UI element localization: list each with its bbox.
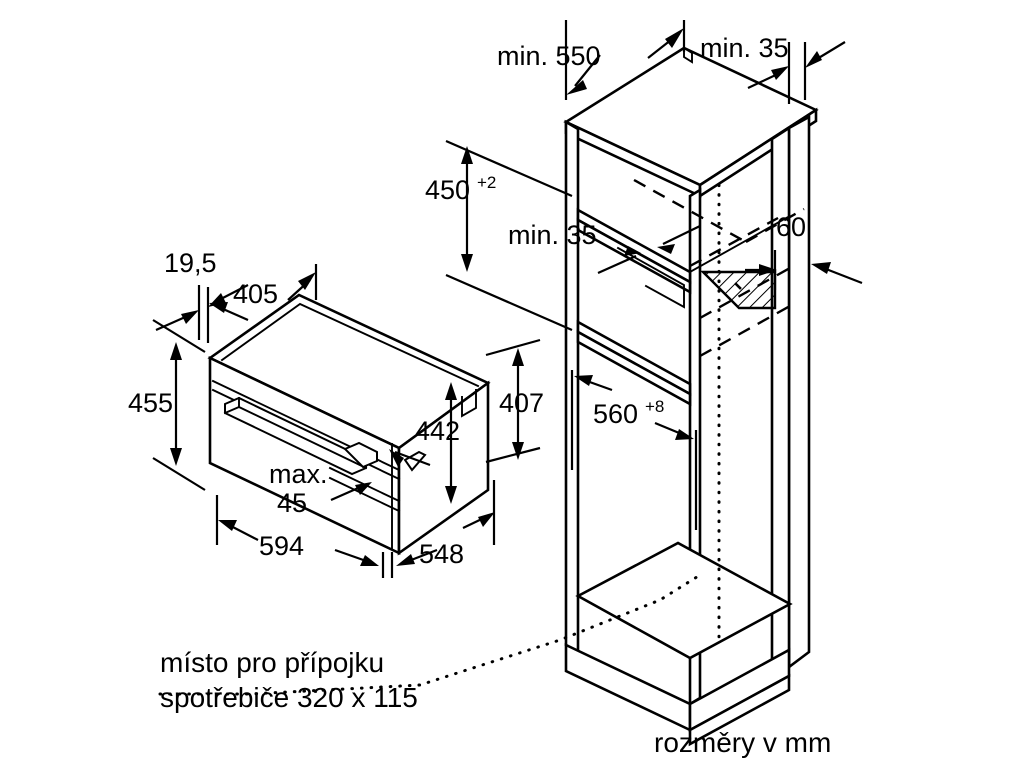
notes: místo pro přípojku spotřebiče 320 x 115 …	[160, 647, 831, 758]
dim-35shelf-arrow-left	[624, 246, 641, 256]
dim-label-450: 450	[425, 175, 470, 205]
dim-548-arrow-right	[478, 512, 495, 527]
connection-note-line-2: spotřebiče 320 x 115	[160, 682, 418, 713]
dim-label-450-tolerance: +2	[477, 173, 496, 192]
dim-label-min-35-top: min. 35	[700, 33, 789, 63]
dim-455-arrow-bottom	[170, 448, 182, 466]
dim-label-min-35-shelf: min. 35	[508, 220, 597, 250]
cabinet-recess-hidden-upper	[689, 216, 779, 268]
dim-455-ext-bottom	[152, 457, 206, 491]
dim-407-ext-top	[485, 338, 541, 357]
dim-455-ext-top	[152, 319, 206, 353]
units-note: rozměry v mm	[654, 727, 831, 758]
dim-label-max: max.	[269, 459, 328, 489]
cabinet-upper-shelf-hidden-right	[745, 207, 805, 244]
dim-label-407: 407	[499, 388, 544, 418]
dim-label-min-550: min. 550	[497, 41, 601, 71]
dim-label-60: 60	[776, 212, 806, 242]
dim-195-arrow-left	[181, 310, 199, 324]
dim-sidepanel-arrow	[811, 262, 831, 274]
oven-handle-end-block	[343, 441, 378, 469]
dim-45-arrow-upper	[389, 449, 404, 467]
oven-right-side-face	[397, 380, 490, 556]
oven-top-inner-edge	[220, 302, 480, 388]
cabinet-dimensions: min. 550 min. 35 450 +2 min. 35	[425, 20, 863, 530]
dim-550-arrow-right	[665, 28, 684, 48]
cabinet-plinth-base-step	[688, 673, 791, 747]
dim-45-arrow-lower	[355, 482, 372, 495]
dim-550-leader-left	[574, 54, 601, 87]
appliance-oven-drawing	[207, 293, 491, 556]
cabinet-base-inner-edge	[576, 594, 692, 660]
dim-548-arrow-left	[396, 554, 415, 566]
dim-label-405: 405	[233, 279, 278, 309]
connection-note-line-1: místo pro přípojku	[160, 647, 384, 678]
dim-450-arrow-bottom	[461, 254, 473, 272]
oven-side-grip	[403, 450, 427, 472]
dim-455-arrow-top	[170, 342, 182, 360]
appliance-dimensions: 19,5 405 455 442 4	[128, 248, 544, 578]
cabinet-shelf-step-detail	[616, 246, 685, 309]
dim-label-560-tolerance: +8	[645, 397, 664, 416]
dim-35shelf-leader-left	[597, 254, 637, 275]
dim-450-ext-bottom	[445, 273, 573, 332]
dim-label-560: 560	[593, 399, 638, 429]
dim-594-arrow-left	[218, 520, 237, 531]
dim-60-arrow	[759, 264, 777, 276]
oven-door-gap-line-lower	[328, 476, 401, 513]
dim-407-arrow-top	[512, 348, 524, 366]
dim-label-45: 45	[277, 488, 307, 518]
dim-442-arrow-top	[445, 382, 457, 400]
dim-35top-arrow-right	[805, 51, 822, 68]
dim-45-leader-upper	[394, 450, 431, 467]
dim-450-arrow-top	[461, 146, 473, 164]
dim-label-19-5: 19,5	[164, 248, 217, 278]
cabinet-back-hidden-lower2	[699, 304, 791, 358]
dim-407-arrow-bottom	[512, 442, 524, 460]
dim-35shelf-arrow-right	[657, 244, 675, 254]
dim-407-ext-bottom	[485, 446, 541, 464]
dim-442-arrow-bottom	[445, 486, 457, 504]
cabinet-top-notch	[683, 46, 693, 64]
cabinet-rear-recess-hatch	[700, 270, 777, 310]
dim-405-arrow-left	[209, 302, 228, 313]
dim-label-442: 442	[415, 416, 460, 446]
dim-405-arrow-right	[298, 272, 316, 290]
cabinet-recess-hidden-lower	[699, 266, 791, 320]
cabinet-recess-tick	[734, 282, 742, 290]
cabinet-right-side-panel	[787, 114, 811, 670]
dim-550-arrow-left	[566, 80, 587, 95]
dim-594-arrow-right	[360, 555, 379, 566]
cabinet-mid-shelf-face	[576, 329, 692, 407]
cabinet-base-top	[575, 541, 793, 660]
dim-560-arrow-left	[574, 375, 593, 386]
dim-35shelf-leader-right	[662, 225, 701, 245]
dim-35top-arrow-left	[771, 66, 789, 80]
dim-label-594: 594	[259, 531, 304, 561]
dim-label-455: 455	[128, 388, 173, 418]
cabinet-rear-recess-outline	[700, 271, 776, 309]
dim-560-arrow-right	[675, 429, 694, 440]
cabinet-plinth-front	[564, 642, 692, 733]
oven-handle-inner2	[237, 405, 368, 470]
oven-side-notch	[461, 389, 477, 418]
dim-label-548: 548	[419, 539, 464, 569]
dim-sidepanel-leader	[825, 267, 863, 285]
